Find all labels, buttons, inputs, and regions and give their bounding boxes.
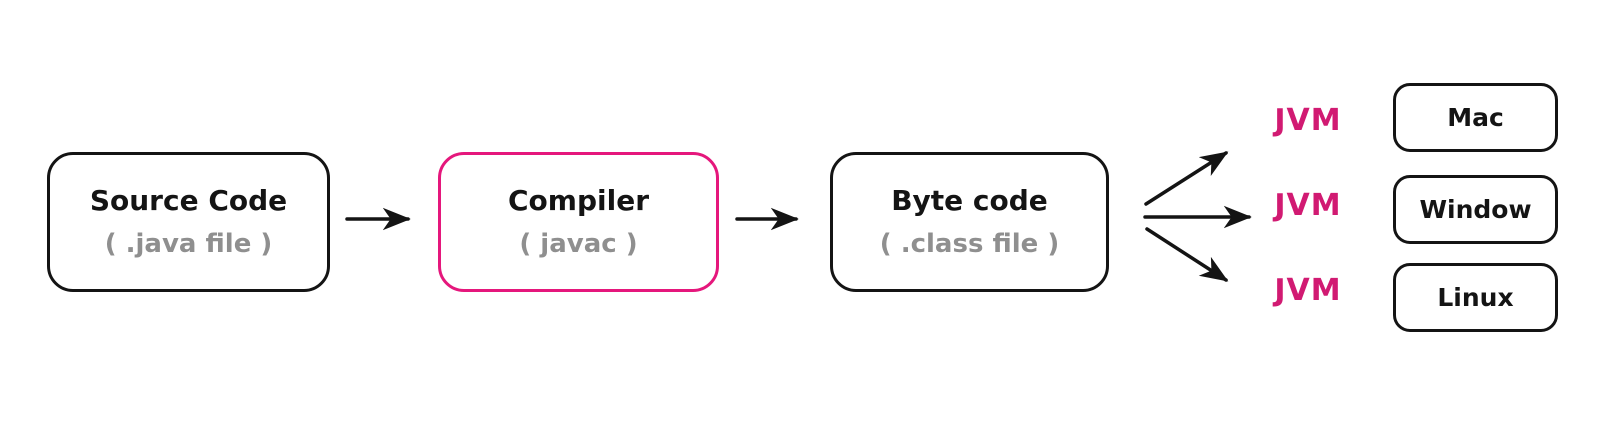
source-code-title: Source Code <box>89 184 288 217</box>
compiler-title: Compiler <box>508 184 649 217</box>
compiler-subtitle: ( javac ) <box>519 229 638 259</box>
node-byte-code: Byte code ( .class file ) <box>830 152 1109 292</box>
platform-label-window: Window <box>1419 195 1532 224</box>
jvm-label-linux: JVM <box>1274 273 1342 308</box>
byte-code-subtitle: ( .class file ) <box>879 229 1060 259</box>
jvm-label-mac: JVM <box>1274 103 1342 138</box>
platform-box-window: Window <box>1393 175 1558 244</box>
node-compiler: Compiler ( javac ) <box>438 152 719 292</box>
node-source-code: Source Code ( .java file ) <box>47 152 330 292</box>
platform-box-mac: Mac <box>1393 83 1558 152</box>
arrow-bytecode-to-jvm-linux <box>1145 227 1229 282</box>
platform-box-linux: Linux <box>1393 263 1558 332</box>
jvm-label-window: JVM <box>1274 188 1342 223</box>
source-code-subtitle: ( .java file ) <box>104 229 273 259</box>
arrow-bytecode-to-jvm-mac <box>1144 151 1229 206</box>
platform-label-mac: Mac <box>1447 103 1504 132</box>
byte-code-title: Byte code <box>891 184 1048 217</box>
platform-label-linux: Linux <box>1437 283 1514 312</box>
